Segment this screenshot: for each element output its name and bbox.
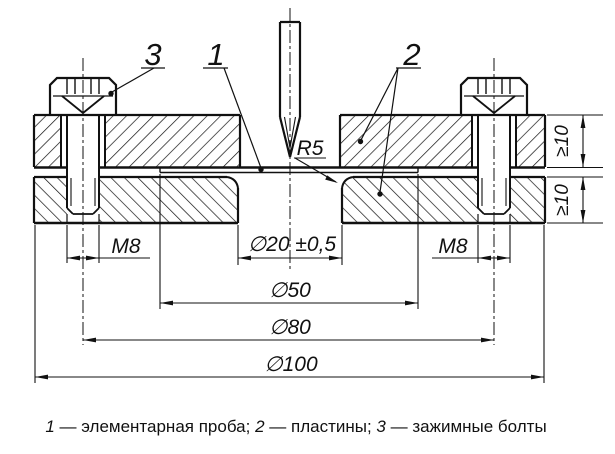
dim-die-hole: ∅20 ±0,5 xyxy=(248,233,337,256)
dim-outer-dia: ∅100 xyxy=(264,353,318,376)
part-labels: 3 1 2 xyxy=(108,37,421,197)
dim-specimen-dia: ∅50 xyxy=(269,279,311,302)
bottom-dimensions: M8 M8 ∅20 ±0,5 ∅50 ∅80 ∅100 xyxy=(34,174,545,383)
thickness-dimensions: ≥10 ≥10 xyxy=(547,114,603,224)
centerlines xyxy=(82,8,495,345)
dim-ge10-bottom: ≥10 xyxy=(552,184,573,216)
label-part2: 2 xyxy=(402,37,420,72)
label-part1: 1 xyxy=(207,37,224,72)
r5-callout: R5 xyxy=(294,137,338,183)
specimen-sheet xyxy=(159,167,419,174)
dim-m8-left: M8 xyxy=(111,235,140,258)
bottom-plate-section xyxy=(32,175,547,225)
dim-m8-right: M8 xyxy=(438,235,467,258)
label-part3: 3 xyxy=(144,37,161,72)
dim-ge10-top: ≥10 xyxy=(552,125,573,157)
indenter-punch xyxy=(278,20,302,158)
figure-caption: 1 — элементарная проба; 2 — пластины; 3 … xyxy=(45,417,546,436)
dim-radius: R5 xyxy=(297,137,324,160)
dim-bolt-circle: ∅80 xyxy=(269,316,311,339)
